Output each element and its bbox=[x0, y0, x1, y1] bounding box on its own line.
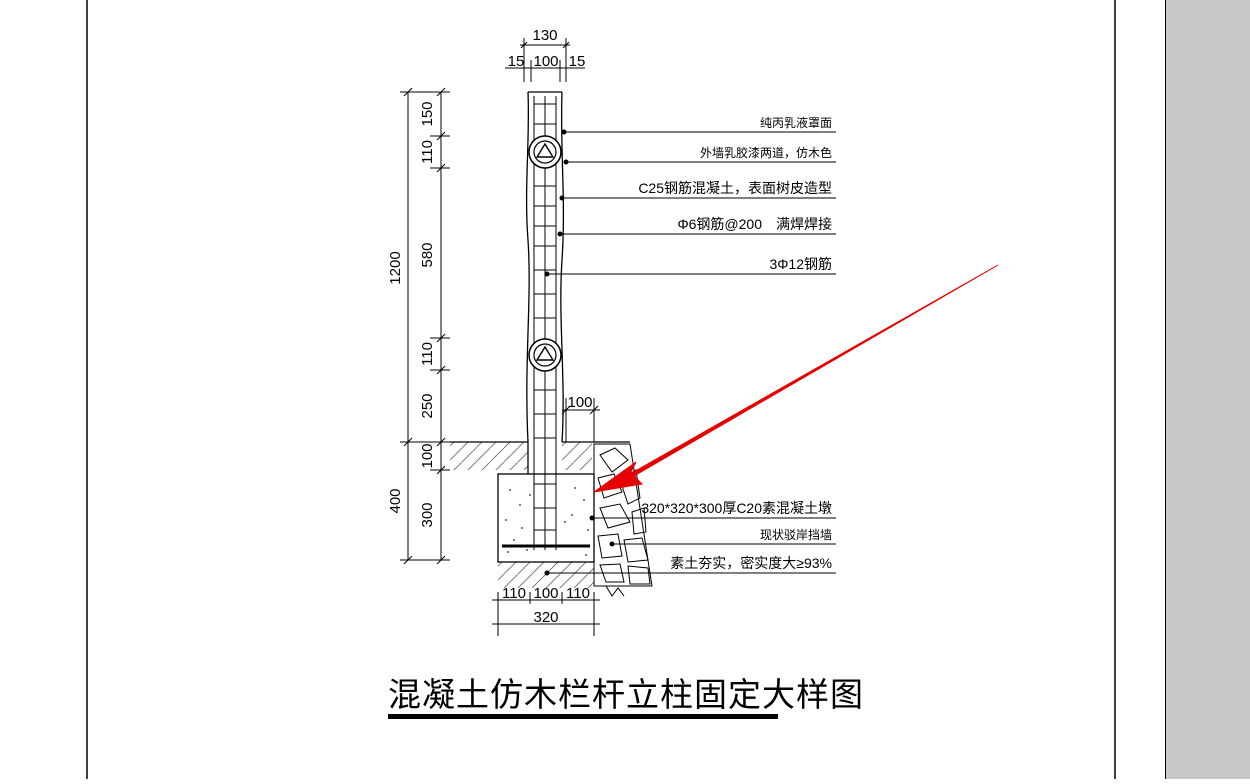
callout-c20-pier: 320*320*300厚C20素混凝土墩 bbox=[641, 500, 832, 516]
rail-lower bbox=[528, 338, 562, 372]
dim-100-core: 100 bbox=[533, 53, 558, 70]
right-side-panel[interactable] bbox=[1165, 0, 1250, 779]
callout-phi6-rebar: Φ6钢筋@200 满焊焊接 bbox=[677, 216, 832, 232]
callout-acrylic-coating: 纯丙乳液罩面 bbox=[760, 115, 832, 130]
dim-100-bottom-mid: 100 bbox=[533, 585, 558, 602]
dim-110-bottom-left: 110 bbox=[502, 585, 526, 602]
rail-upper bbox=[528, 135, 562, 169]
red-annotation-arrow bbox=[593, 264, 999, 493]
dim-110-bottom-right: 110 bbox=[566, 585, 590, 602]
concrete-footing bbox=[497, 473, 595, 563]
top-dimensions bbox=[505, 38, 585, 82]
dim-100-ground: 100 bbox=[419, 443, 436, 468]
callout-c25-concrete: C25钢筋混凝土，表面树皮造型 bbox=[638, 180, 832, 196]
title-underline bbox=[388, 714, 778, 719]
dim-400: 400 bbox=[387, 488, 404, 513]
side-dimension bbox=[561, 398, 600, 442]
dim-110-lower: 110 bbox=[419, 342, 436, 366]
callout-compacted-soil: 素土夯实，密实度大≥93% bbox=[670, 555, 832, 571]
dim-100-side: 100 bbox=[567, 394, 592, 411]
dim-300: 300 bbox=[419, 502, 436, 527]
callout-leaders bbox=[544, 129, 836, 576]
dim-580: 580 bbox=[419, 242, 436, 267]
stone-retaining-wall bbox=[593, 443, 653, 597]
dim-110-upper: 110 bbox=[419, 140, 436, 164]
callout-3phi12-rebar: 3Φ12钢筋 bbox=[769, 256, 832, 272]
drawing-title: 混凝土仿木栏杆立柱固定大样图 bbox=[388, 675, 864, 714]
dim-320-bottom: 320 bbox=[533, 609, 558, 626]
callout-exterior-paint: 外墙乳胶漆两道，仿木色 bbox=[700, 145, 832, 160]
timber-like-post bbox=[525, 91, 565, 550]
dim-250: 250 bbox=[419, 393, 436, 418]
dim-130: 130 bbox=[532, 27, 557, 44]
bottom-dimensions bbox=[492, 592, 600, 636]
dim-15-left: 15 bbox=[508, 53, 525, 70]
dim-1200: 1200 bbox=[387, 251, 404, 284]
callout-retaining-wall: 现状驳岸挡墙 bbox=[760, 528, 832, 542]
dim-150: 150 bbox=[419, 101, 436, 126]
dim-15-right: 15 bbox=[569, 53, 586, 70]
